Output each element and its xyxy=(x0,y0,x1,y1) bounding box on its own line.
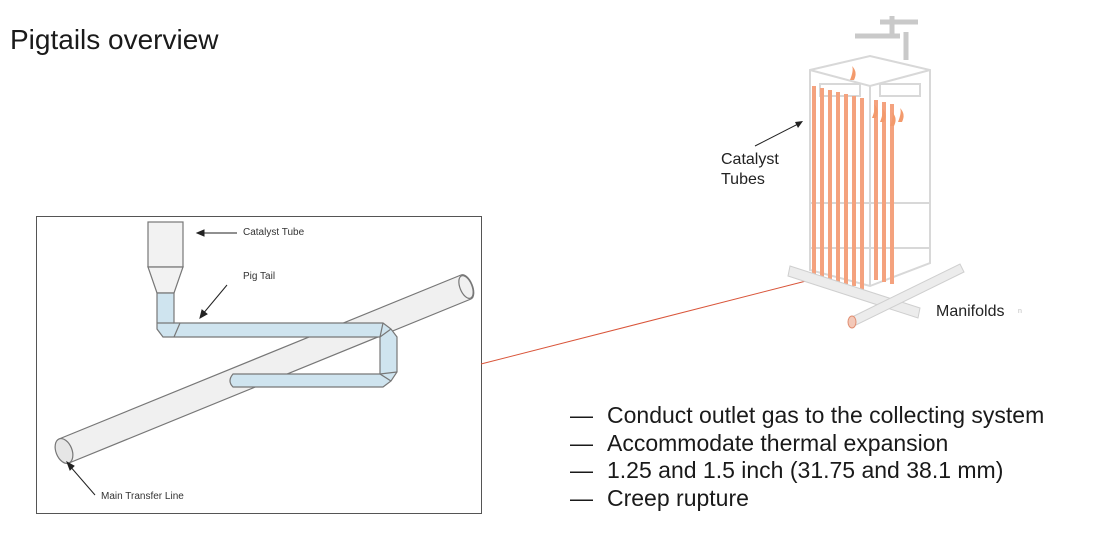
pigtail-diagram-drawing xyxy=(54,221,475,496)
bullet-dash: — xyxy=(570,402,593,428)
main-transfer-line-label: Main Transfer Line xyxy=(101,491,184,502)
bullet-dash: — xyxy=(570,457,593,483)
bullet-text: Creep rupture xyxy=(607,484,749,511)
catalyst-tubes-label-line-2: Tubes xyxy=(721,171,765,188)
manifolds-label: Manifolds xyxy=(936,303,1005,320)
bullet-item: — 1.25 and 1.5 inch (31.75 and 38.1 mm) xyxy=(570,457,1044,485)
burner-flames xyxy=(850,66,904,126)
catalyst-tube-label: Catalyst Tube xyxy=(243,227,305,238)
bullet-list: — Conduct outlet gas to the collecting sy… xyxy=(570,402,1044,512)
bullet-item: — Creep rupture xyxy=(570,485,1044,513)
tiny-mark: n xyxy=(1018,308,1022,315)
diagram-arrows xyxy=(66,229,237,496)
bullet-text: Conduct outlet gas to the collecting sys… xyxy=(607,402,1045,428)
top-header-pipes xyxy=(855,16,918,60)
manifold-pipes xyxy=(787,263,965,329)
pig-tail-label: Pig Tail xyxy=(243,271,276,282)
bullet-dash: — xyxy=(570,429,593,456)
main-transfer-line-pipe xyxy=(54,274,475,465)
page-title: Pigtails overview xyxy=(10,24,219,55)
bullet-item: — Conduct outlet gas to the collecting sy… xyxy=(570,402,1044,430)
catalyst-tubes xyxy=(812,86,894,290)
catalyst-tubes-arrow xyxy=(754,121,803,147)
pigtail-shape xyxy=(156,292,398,388)
bullet-text: Accommodate thermal expansion xyxy=(607,429,949,456)
pigtail-diagram: Catalyst Tube Pig Tail Main Transfer Lin… xyxy=(36,216,482,514)
catalyst-tubes-label: Catalyst Tubes xyxy=(721,150,779,190)
bullet-text: 1.25 and 1.5 inch (31.75 and 38.1 mm) xyxy=(607,457,1004,483)
catalyst-tubes-label-line-1: Catalyst xyxy=(721,151,779,168)
reformer-illustration xyxy=(787,16,965,329)
bullet-item: — Accommodate thermal expansion xyxy=(570,430,1044,458)
bullet-dash: — xyxy=(570,484,593,511)
catalyst-tube-shape xyxy=(147,221,184,294)
